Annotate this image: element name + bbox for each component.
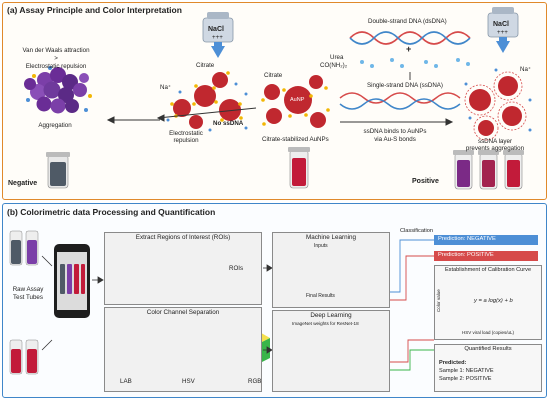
urea-label: Urea [330,54,344,61]
panel-b-title: (b) Colorimetric data Processing and Qua… [7,207,216,217]
na-left-label: Na⁺ [160,84,172,91]
nacl-right-label: NaCl [493,21,509,28]
ssdna-coated-aunps-icon [464,68,532,141]
prediction-negative-text: Prediction: NEGATIVE [438,236,496,242]
urea-formula-label: CO(NH₂)₂ [320,62,348,69]
aggregation-label: Aggregation [38,122,72,129]
aggregation-cluster-icon [24,66,92,114]
calibration-xlabel: HSV viral load (copies/uL) [462,330,515,335]
hsv-label: HSV [182,378,195,385]
vdw-label: Van der Waals attraction [22,47,90,54]
prevents-aggregation-label: prevents aggregation [465,145,525,152]
classification-label: Classification [400,228,433,234]
negative-tube-icon [46,152,70,189]
lab-label: LAB [120,378,132,385]
machine-learning-title: Machine Learning [305,234,357,241]
ssdna-strand-icon [339,92,461,110]
sample1-label: Sample 1: NEGATIVE [439,368,494,374]
aunp-label: AuNP [290,97,305,103]
arrow-to-phone [41,255,53,351]
test-tubes-label: Test Tubes [13,294,43,301]
prediction-negative-badge: Prediction: NEGATIVE [434,235,538,245]
arrow-ssdna-binds [340,118,454,126]
gt-label: > [54,55,58,62]
rois-label: ROIs [229,265,244,272]
roi-extraction-box: Extract Regions of Interest (ROIs) [104,232,262,305]
positive-label: Positive [412,178,439,185]
deep-learning-title: Deep Learning [310,312,352,319]
bonds-label: via Au-S bonds [374,136,416,143]
es-label: Electrostatic repulsion [25,63,87,70]
raw-tubes-bottom-icon [9,339,39,375]
urea-molecule-icon [360,58,470,68]
rgb-label: RGB [248,378,262,385]
raw-tubes-top-icon [9,230,39,266]
inputs-label: Inputs [314,243,328,249]
nacl-right-plus: +++ [497,29,508,36]
sample2-label: Sample 2: POSITIVE [439,376,492,382]
nacl-left-plus: +++ [212,34,223,41]
ssdna-label: Single-strand DNA (ssDNA) [367,82,443,89]
machine-learning-box: Machine Learning [272,232,390,308]
no-ssdna-label: No ssDNA [213,120,244,127]
arrow-left-aggregation [106,116,160,124]
deep-learning-box: Deep Learning [272,310,390,392]
quantified-title: Quantified Results [464,346,512,352]
raw-assay-label: Raw Assay [12,286,44,293]
smartphone-icon [54,244,90,318]
classification-arrows [390,239,434,371]
final-results-label: Final Results [306,293,335,299]
prediction-positive-badge: Prediction: POSITIVE [434,251,538,261]
citrate-left-label: Citrate [196,62,215,69]
citrate-stabilized-aunps-icon [261,75,330,128]
color-channel-box: Color Channel Separation [104,307,262,392]
dsdna-label: Double-strand DNA (dsDNA) [368,18,447,25]
calibration-title: Establishment of Calibration Curve [444,267,532,273]
nacl-shaker-left-icon [202,12,234,58]
citrate-mid-label: Citrate [264,72,283,79]
roi-extraction-title: Extract Regions of Interest (ROIs) [135,234,231,241]
nacl-left-label: NaCl [208,26,224,33]
nacl-shaker-right-icon [487,7,519,53]
calibration-ylabel: Color value [436,289,441,312]
binds-label: ssDNA binds to AuNPs [363,128,427,135]
color-channel-title: Color Channel Separation [146,309,220,316]
citrate-aunp-left-group [166,71,248,132]
dsdna-helix-icon [349,31,471,45]
arrow-no-ssdna [156,107,257,122]
center-red-tube-icon [288,147,310,189]
citrate-stabilized-label: Citrate-stabilized AuNPs [262,136,329,143]
panel-a-title: (a) Assay Principle and Color Interpreta… [7,5,182,15]
negative-label: Negative [8,180,38,187]
na-right-label: Na⁺ [520,66,532,73]
quantified-results-box: Quantified Results [434,344,542,392]
positive-tubes-icon [453,150,524,190]
imagenet-label: ImageNet weights for ResNet-18 [292,321,359,326]
predicted-label: Predicted: [439,360,467,366]
equation-label: y = a log(x) + b [474,298,513,304]
prediction-positive-text: Prediction: POSITIVE [438,252,494,258]
electrostatic-repulsion-label: Electrostatic repulsion [169,130,203,145]
arrow-phone-to-roi [92,276,104,284]
ssdna-layer-label: ssDNA layer [477,138,513,145]
calibration-box: Establishment of Calibration Curve [434,265,542,340]
plus-sign: + [406,44,412,54]
